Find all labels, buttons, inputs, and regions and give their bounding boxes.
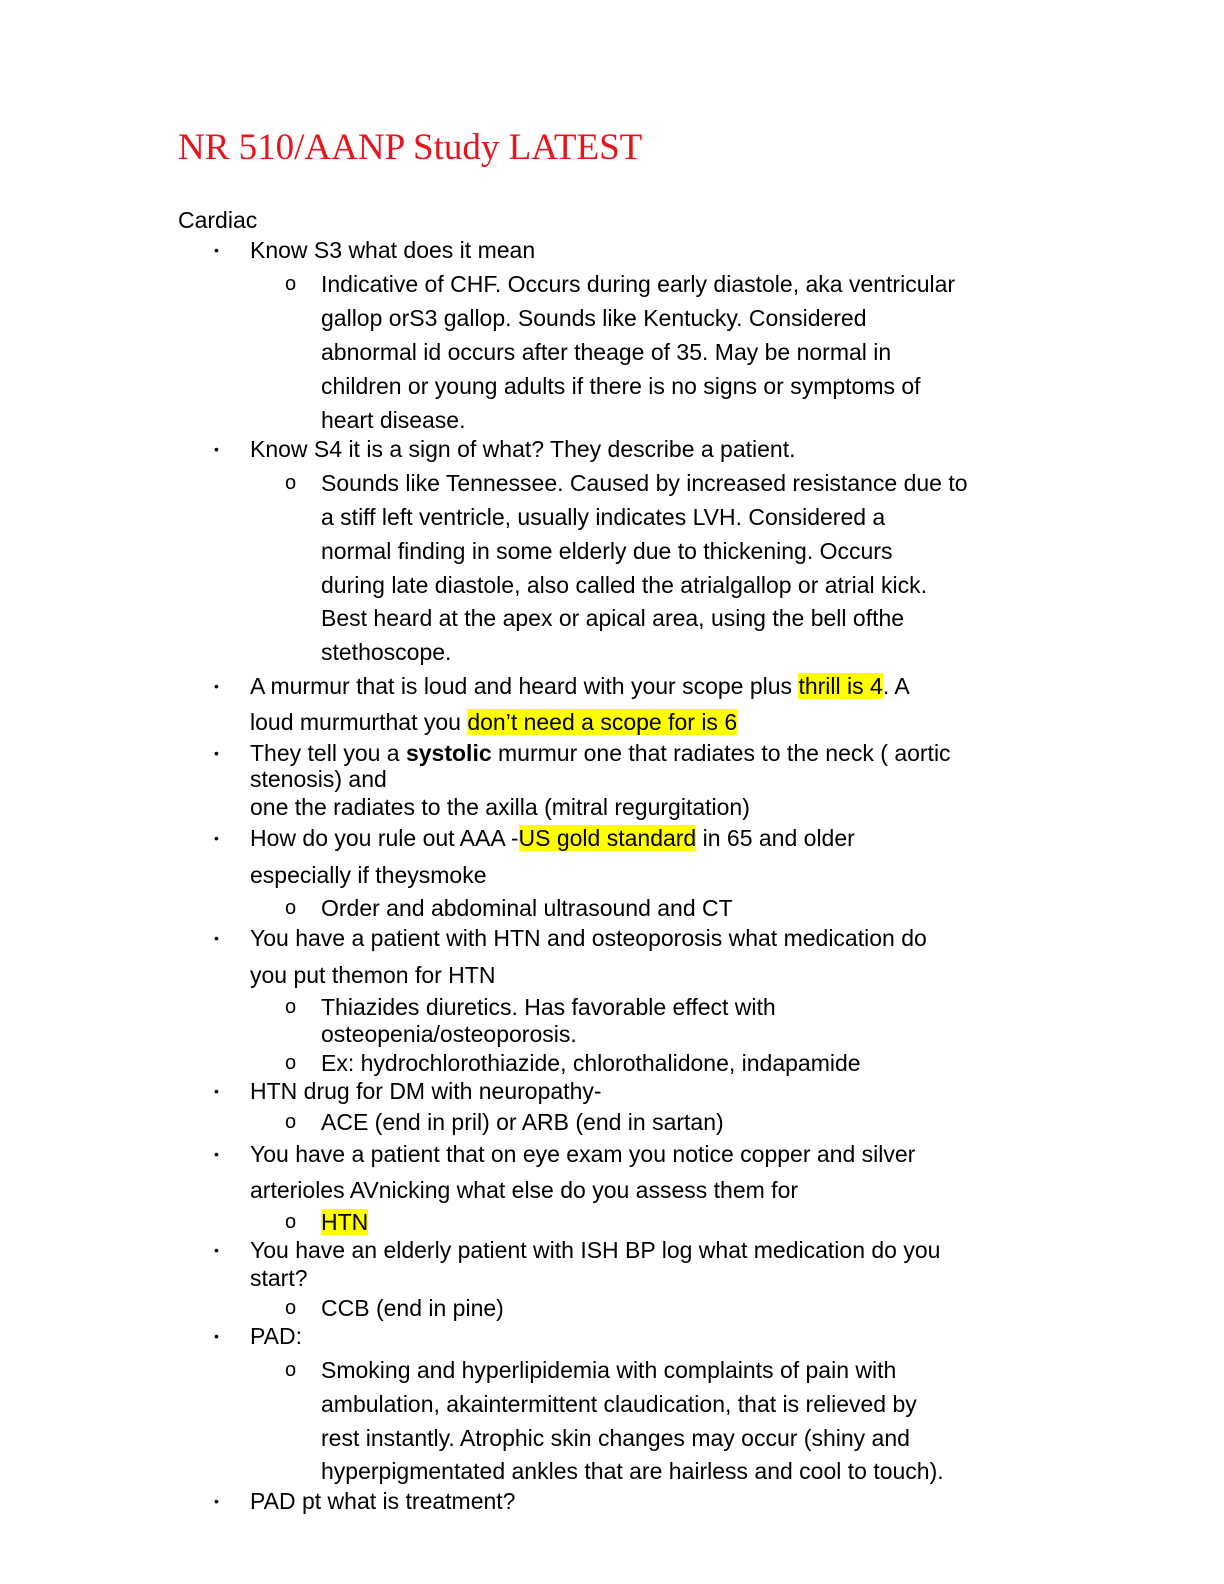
bullet-icon: •	[214, 1493, 219, 1509]
sub-item-line: Order and abdominal ultrasound and CT	[321, 895, 733, 921]
sub-bullet-icon: o	[285, 1111, 297, 1133]
sub-bullet-icon: o	[285, 472, 297, 494]
sub-item-line: ambulation, akaintermittent claudication…	[321, 1391, 917, 1417]
sub-item-line: Ex: hydrochlorothiazide, chlorothalidone…	[321, 1050, 861, 1076]
sub-item-line: gallop orS3 gallop. Sounds like Kentucky…	[321, 305, 867, 331]
bullet-icon: •	[214, 745, 219, 761]
section-heading: Cardiac	[178, 207, 258, 233]
list-item: They tell you a systolic murmur one that…	[250, 740, 951, 766]
sub-bullet-icon: o	[285, 1211, 297, 1233]
sub-item-line: normal finding in some elderly due to th…	[321, 538, 893, 564]
bullet-icon: •	[214, 678, 219, 694]
bullet-icon: •	[214, 1083, 219, 1099]
highlight: thrill is 4	[798, 673, 883, 699]
sub-item-line: CCB (end in pine)	[321, 1295, 504, 1321]
sub-item-line: a stiff left ventricle, usually indicate…	[321, 504, 886, 530]
sub-item-line: Sounds like Tennessee. Caused by increas…	[321, 470, 968, 496]
highlight: don’t need a scope for is 6	[467, 709, 738, 735]
bullet-icon: •	[214, 930, 219, 946]
list-item: You have a patient with HTN and osteopor…	[250, 925, 927, 951]
sub-bullet-icon: o	[285, 1297, 297, 1319]
bullet-icon: •	[214, 830, 219, 846]
list-item-continuation: start?	[250, 1265, 308, 1291]
list-item: HTN drug for DM with neuropathy-	[250, 1078, 602, 1104]
highlight: HTN	[321, 1209, 369, 1235]
sub-item-line: ACE (end in pril) or ARB (end in sartan)	[321, 1109, 724, 1135]
sub-item-line: hyperpigmentated ankles that are hairles…	[321, 1458, 944, 1484]
list-item: How do you rule out AAA -US gold standar…	[250, 825, 855, 851]
list-item: PAD pt what is treatment?	[250, 1488, 516, 1514]
list-item: Know S3 what does it mean	[250, 237, 536, 263]
sub-bullet-icon: o	[285, 897, 297, 919]
sub-item-line: during late diastole, also called the at…	[321, 572, 927, 598]
sub-item-line: stethoscope.	[321, 639, 452, 665]
list-item-continuation: arterioles AVnicking what else do you as…	[250, 1177, 799, 1203]
list-item: PAD:	[250, 1323, 302, 1349]
sub-item-line: osteopenia/osteoporosis.	[321, 1021, 577, 1047]
sub-bullet-icon: o	[285, 273, 297, 295]
bullet-icon: •	[214, 242, 219, 258]
list-item: A murmur that is loud and heard with you…	[250, 673, 910, 699]
list-item: You have a patient that on eye exam you …	[250, 1141, 916, 1167]
list-item-continuation: especially if theysmoke	[250, 862, 487, 888]
list-item-continuation: loud murmurthat you don’t need a scope f…	[250, 709, 738, 735]
sub-item-line: Smoking and hyperlipidemia with complain…	[321, 1357, 897, 1383]
list-item-continuation: stenosis) and	[250, 766, 387, 792]
page-title: NR 510/AANP Study LATEST	[178, 127, 643, 168]
list-item: You have an elderly patient with ISH BP …	[250, 1237, 941, 1263]
sub-bullet-icon: o	[285, 1359, 297, 1381]
sub-item-line: rest instantly. Atrophic skin changes ma…	[321, 1425, 910, 1451]
list-item-continuation: you put themon for HTN	[250, 962, 496, 988]
bullet-icon: •	[214, 1328, 219, 1344]
sub-item-line: Thiazides diuretics. Has favorable effec…	[321, 994, 776, 1020]
list-item-continuation: one the radiates to the axilla (mitral r…	[250, 794, 750, 820]
sub-bullet-icon: o	[285, 996, 297, 1018]
bullet-icon: •	[214, 441, 219, 457]
sub-item-line: Best heard at the apex or apical area, u…	[321, 605, 905, 631]
sub-bullet-icon: o	[285, 1052, 297, 1074]
list-item: Know S4 it is a sign of what? They descr…	[250, 436, 796, 462]
sub-item-line: abnormal id occurs after theage of 35. M…	[321, 339, 892, 365]
highlight: US gold standard	[518, 825, 697, 851]
sub-item-line: HTN	[321, 1208, 369, 1236]
bullet-icon: •	[214, 1146, 219, 1162]
sub-item-line: heart disease.	[321, 407, 466, 433]
bullet-icon: •	[214, 1242, 219, 1258]
bold-text: systolic	[405, 740, 492, 766]
sub-item-line: children or young adults if there is no …	[321, 373, 921, 399]
sub-item-line: Indicative of CHF. Occurs during early d…	[321, 271, 956, 297]
